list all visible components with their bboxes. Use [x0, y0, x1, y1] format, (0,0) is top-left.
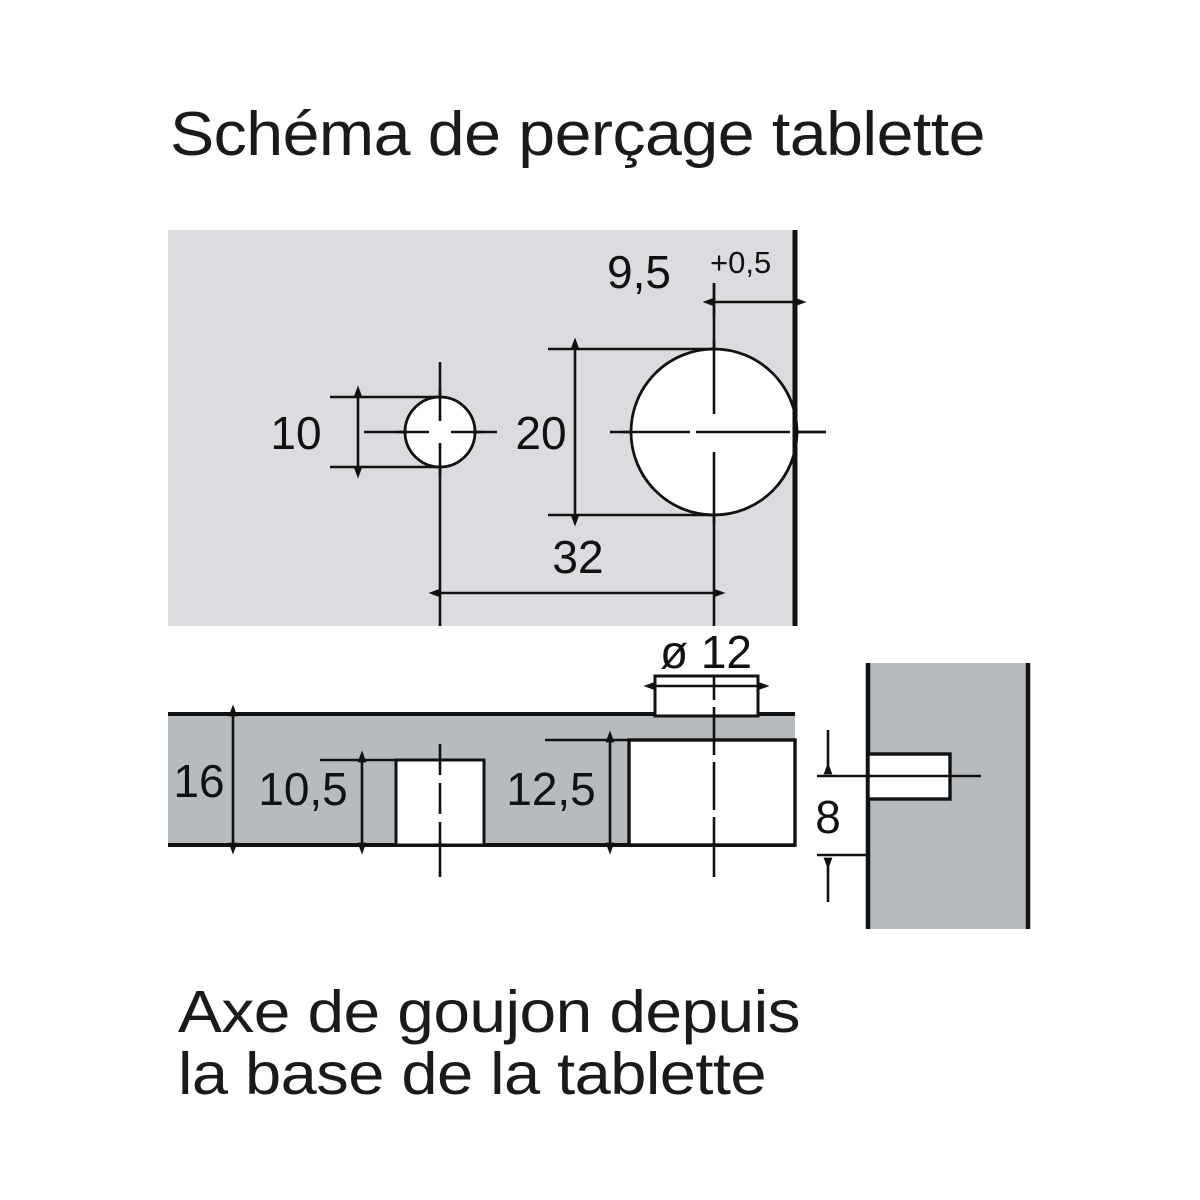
boss-group — [653, 674, 760, 718]
dim-10-group: 10 — [270, 385, 440, 479]
dim-10-5-label: 10,5 — [258, 763, 348, 815]
dim-12-5-group: 12,5 — [506, 730, 640, 855]
dim-10-5-group: 10,5 — [258, 750, 420, 855]
caption-line-1: Axe de goujon depuis — [178, 979, 800, 1045]
section-large-hole — [627, 738, 797, 847]
boss-body — [653, 674, 760, 718]
dim-9-5-group: 9,5 +0,5 — [607, 245, 807, 316]
section-large-hole-group — [627, 676, 797, 877]
top-view: 10 — [168, 230, 826, 626]
dim-o12-label: ø 12 — [660, 626, 752, 678]
dim-10-label: 10 — [270, 407, 321, 459]
dim-20-label: 20 — [515, 407, 566, 459]
dim-o12-group: ø 12 — [643, 626, 770, 700]
dim-16-label: 16 — [173, 755, 224, 807]
dim-20-group: 20 — [515, 337, 714, 527]
dim-12-5-label: 12,5 — [506, 763, 596, 815]
dim-32-group: 32 — [428, 531, 726, 598]
dim-9-5-label: 9,5 — [607, 246, 671, 298]
large-hole-group — [610, 230, 826, 626]
caption-line-2: la base de la tablette — [178, 1041, 766, 1107]
side-view: 8 — [815, 663, 1031, 929]
page-title: Schéma de perçage tablette — [170, 100, 985, 169]
dim-16-group: 16 — [173, 704, 238, 855]
dim-9-5-tolerance: +0,5 — [710, 245, 771, 280]
section-view: 16 10,5 12,5 ø 12 — [168, 626, 797, 877]
dim-8-group: 8 — [815, 730, 866, 902]
dim-32-label: 32 — [552, 531, 603, 583]
dim-8-label: 8 — [815, 791, 841, 843]
section-small-hole-group — [394, 744, 486, 877]
